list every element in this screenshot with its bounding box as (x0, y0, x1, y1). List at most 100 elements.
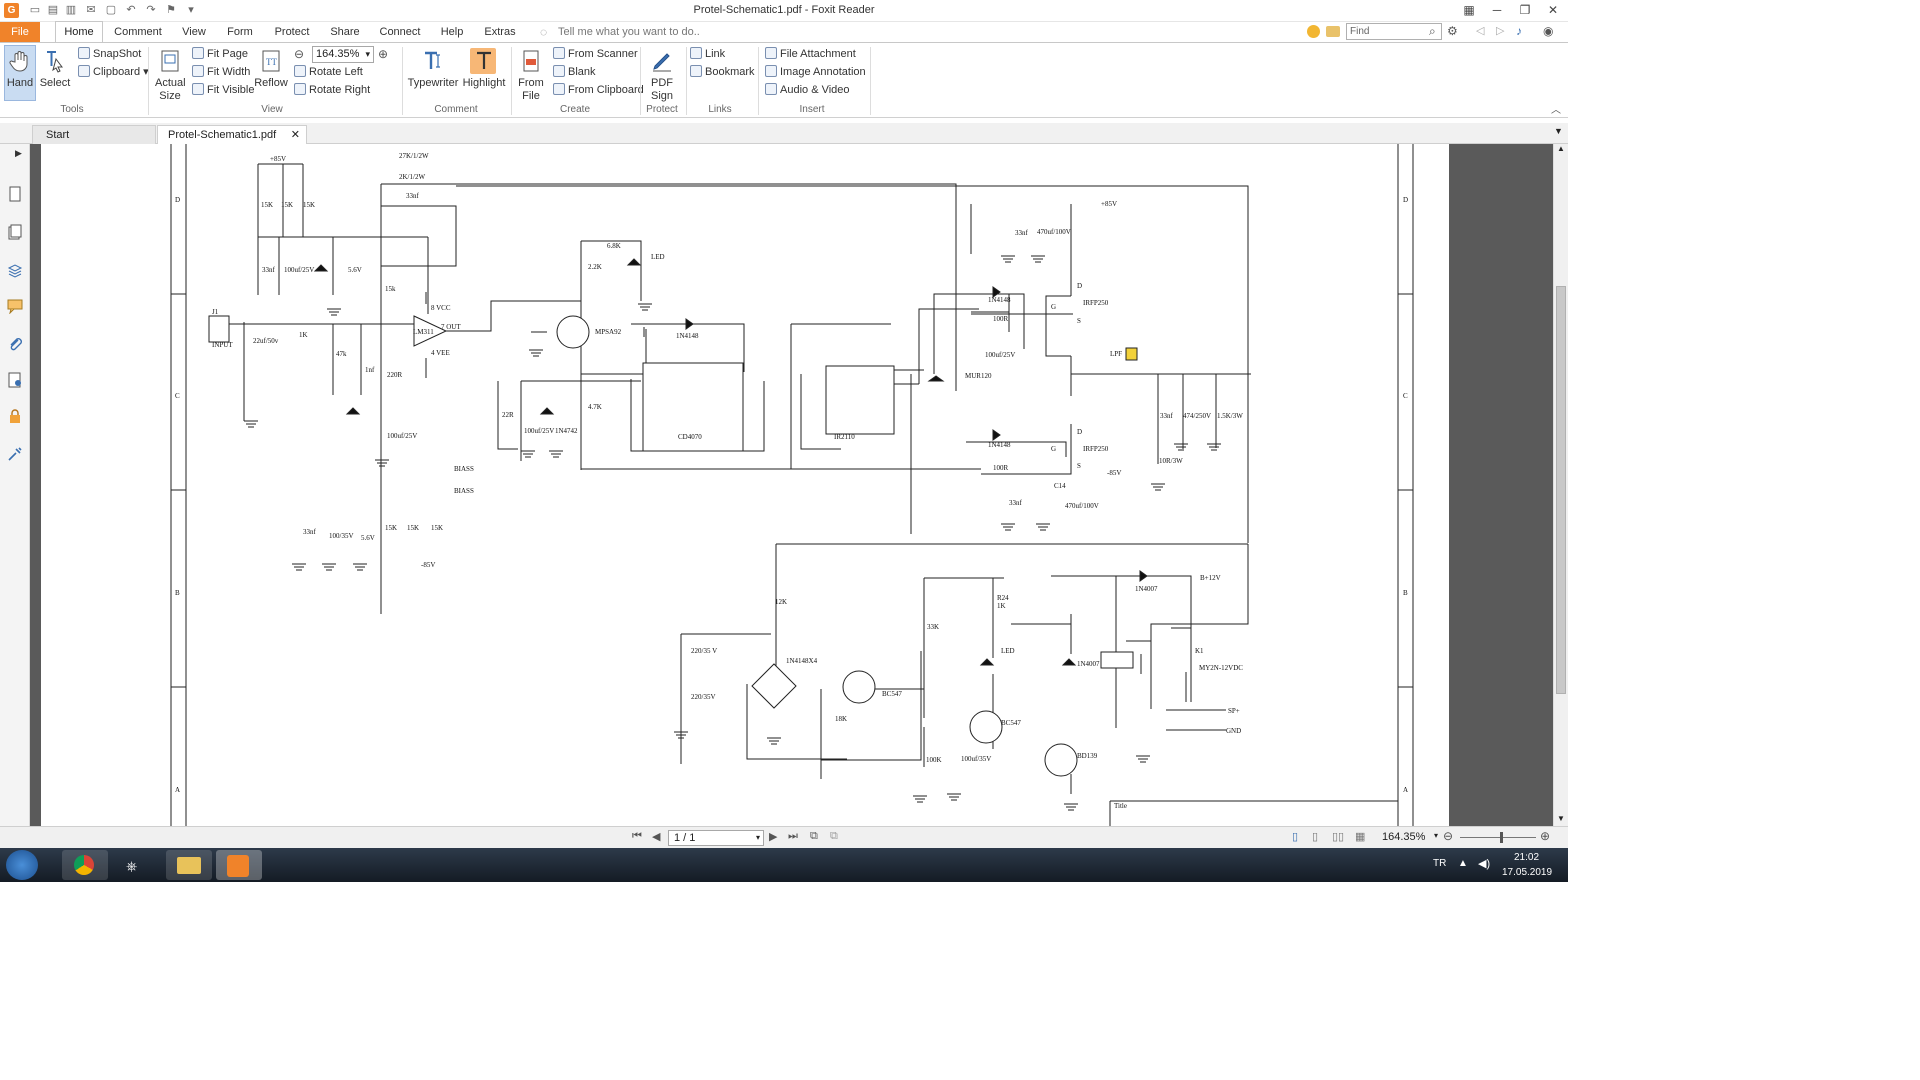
zoom-out-icon[interactable]: ⊖ (294, 47, 305, 61)
last-page-icon[interactable]: ⏭ (788, 830, 798, 842)
tab-extras[interactable]: Extras (484, 26, 516, 38)
user-icon[interactable]: ◉ (1543, 24, 1554, 38)
scroll-thumb[interactable] (1556, 286, 1566, 694)
email-icon[interactable]: ✉ (86, 4, 96, 16)
fit-page-button[interactable]: Fit Page (192, 47, 248, 60)
vertical-scrollbar[interactable]: ▲ ▼ (1553, 144, 1568, 826)
comments-icon[interactable] (7, 298, 23, 314)
close-button[interactable]: ✕ (1547, 3, 1559, 17)
fit-width-button[interactable]: Fit Width (192, 65, 250, 78)
security-lock-icon[interactable] (7, 408, 23, 424)
minimize-button[interactable]: ─ (1492, 3, 1502, 17)
zoom-slider[interactable] (1460, 837, 1536, 838)
tab-home[interactable]: Home (55, 21, 103, 43)
volume-icon[interactable]: ◀) (1478, 858, 1491, 870)
link-button[interactable]: Link (690, 47, 725, 60)
single-page-icon[interactable]: ▯ (1292, 831, 1299, 843)
undo-icon[interactable]: ↶ (126, 4, 136, 16)
save-icon[interactable]: ▤ (47, 4, 59, 16)
zoom-slider-thumb[interactable] (1500, 832, 1503, 843)
signature-icon[interactable] (7, 372, 23, 388)
app-logo-icon[interactable]: G (4, 3, 19, 18)
from-clipboard-button[interactable]: From Clipboard (553, 83, 644, 96)
smiley-icon[interactable] (1307, 25, 1320, 38)
tab-start[interactable]: Start (32, 125, 156, 144)
gamepad-app[interactable]: ⎈ (114, 850, 160, 880)
expand-panel-icon[interactable]: ▶ (15, 148, 22, 158)
customize-quick-access-icon[interactable]: ▾ (188, 4, 194, 16)
open-icon[interactable]: ▭ (29, 4, 41, 16)
chrome-app[interactable] (62, 850, 108, 880)
ribbon-display-icon[interactable]: ▦ (1463, 3, 1475, 17)
zoom-level[interactable]: 164.35% (1382, 831, 1426, 843)
search-icon[interactable]: ⌕ (1429, 24, 1436, 38)
print-icon[interactable]: ▥ (65, 4, 77, 16)
notification-icon[interactable]: ♪ (1516, 24, 1522, 38)
previous-view-icon[interactable]: ⧉ (810, 830, 818, 842)
tab-connect[interactable]: Connect (379, 26, 421, 38)
tab-list-icon[interactable]: ▼ (1554, 126, 1563, 136)
tell-me-input[interactable]: Tell me what you want to do.. (558, 26, 700, 38)
snapshot-button[interactable]: SnapShot (78, 47, 141, 60)
file-attachment-button[interactable]: File Attachment (765, 47, 856, 60)
attachments-icon[interactable] (7, 336, 23, 352)
page-thumbnails-icon[interactable] (7, 186, 23, 202)
new-icon[interactable]: ▢ (105, 4, 117, 16)
page-number-input[interactable]: 1 / 1▾ (668, 830, 764, 846)
stamp-icon[interactable]: ⚑ (166, 4, 176, 16)
tray-expand-icon[interactable]: ▲ (1458, 858, 1468, 869)
statusbar-zoom-in-icon[interactable]: ⊕ (1540, 829, 1551, 843)
next-page-icon[interactable]: ▶ (769, 831, 778, 843)
next-view-icon[interactable]: ⧉ (830, 830, 838, 842)
rotate-right-button[interactable]: Rotate Right (294, 83, 370, 96)
from-scanner-button[interactable]: From Scanner (553, 47, 638, 60)
zoom-select[interactable]: 164.35%▾ (312, 46, 374, 63)
scroll-up-icon[interactable]: ▲ (1557, 144, 1565, 153)
clock-date[interactable]: 17.05.2019 (1502, 867, 1553, 878)
previous-page-icon[interactable]: ◀ (652, 831, 661, 843)
actual-size-button[interactable]: Actual Size (152, 49, 188, 103)
tab-share[interactable]: Share (330, 26, 360, 38)
statusbar-zoom-out-icon[interactable]: ⊖ (1443, 829, 1454, 843)
redo-icon[interactable]: ↷ (146, 4, 156, 16)
layers-icon[interactable] (7, 224, 23, 240)
continuous-facing-icon[interactable]: ▦ (1355, 831, 1366, 843)
explorer-app[interactable] (166, 850, 212, 880)
tools-icon[interactable] (7, 446, 23, 462)
facing-icon[interactable]: ▯▯ (1332, 831, 1345, 843)
back-icon[interactable]: ◁ (1476, 25, 1485, 37)
image-annotation-button[interactable]: Image Annotation (765, 65, 866, 78)
start-button[interactable] (6, 850, 38, 880)
language-indicator[interactable]: TR (1433, 858, 1447, 869)
hand-tool[interactable]: Hand (4, 49, 36, 90)
from-file-button[interactable]: From File (514, 49, 548, 103)
folder-search-icon[interactable] (1326, 26, 1340, 37)
tab-comment[interactable]: Comment (114, 26, 162, 38)
zoom-in-icon[interactable]: ⊕ (378, 47, 389, 61)
forward-icon[interactable]: ▷ (1496, 25, 1505, 37)
rotate-left-button[interactable]: Rotate Left (294, 65, 363, 78)
continuous-icon[interactable]: ▯ (1312, 831, 1319, 843)
tab-protect[interactable]: Protect (274, 26, 310, 38)
settings-icon[interactable]: ⚙ (1447, 24, 1458, 38)
blank-button[interactable]: Blank (553, 65, 596, 78)
typewriter-button[interactable]: Typewriter (406, 49, 460, 90)
tab-help[interactable]: Help (440, 26, 464, 38)
reflow-button[interactable]: TT Reflow (254, 49, 288, 90)
collapse-ribbon-icon[interactable]: ︿ (1551, 105, 1561, 116)
scroll-down-icon[interactable]: ▼ (1557, 814, 1565, 823)
find-input[interactable]: Find (1346, 23, 1442, 40)
tab-file[interactable]: File (0, 22, 40, 42)
tab-view[interactable]: View (182, 26, 206, 38)
zoom-menu-icon[interactable]: ▾ (1434, 831, 1439, 840)
first-page-icon[interactable]: ⏮ (632, 830, 642, 842)
stack-icon[interactable] (7, 262, 23, 278)
close-tab-icon[interactable]: ✕ (290, 129, 300, 141)
pdf-sign-button[interactable]: PDF Sign (644, 49, 680, 103)
tab-form[interactable]: Form (227, 26, 253, 38)
foxit-app[interactable] (216, 850, 262, 880)
restore-button[interactable]: ❐ (1519, 3, 1531, 17)
tab-document[interactable]: Protel-Schematic1.pdf✕ (157, 125, 307, 144)
highlight-button[interactable]: Highlight (462, 49, 506, 90)
clipboard-button[interactable]: Clipboard ▾ (78, 65, 149, 78)
